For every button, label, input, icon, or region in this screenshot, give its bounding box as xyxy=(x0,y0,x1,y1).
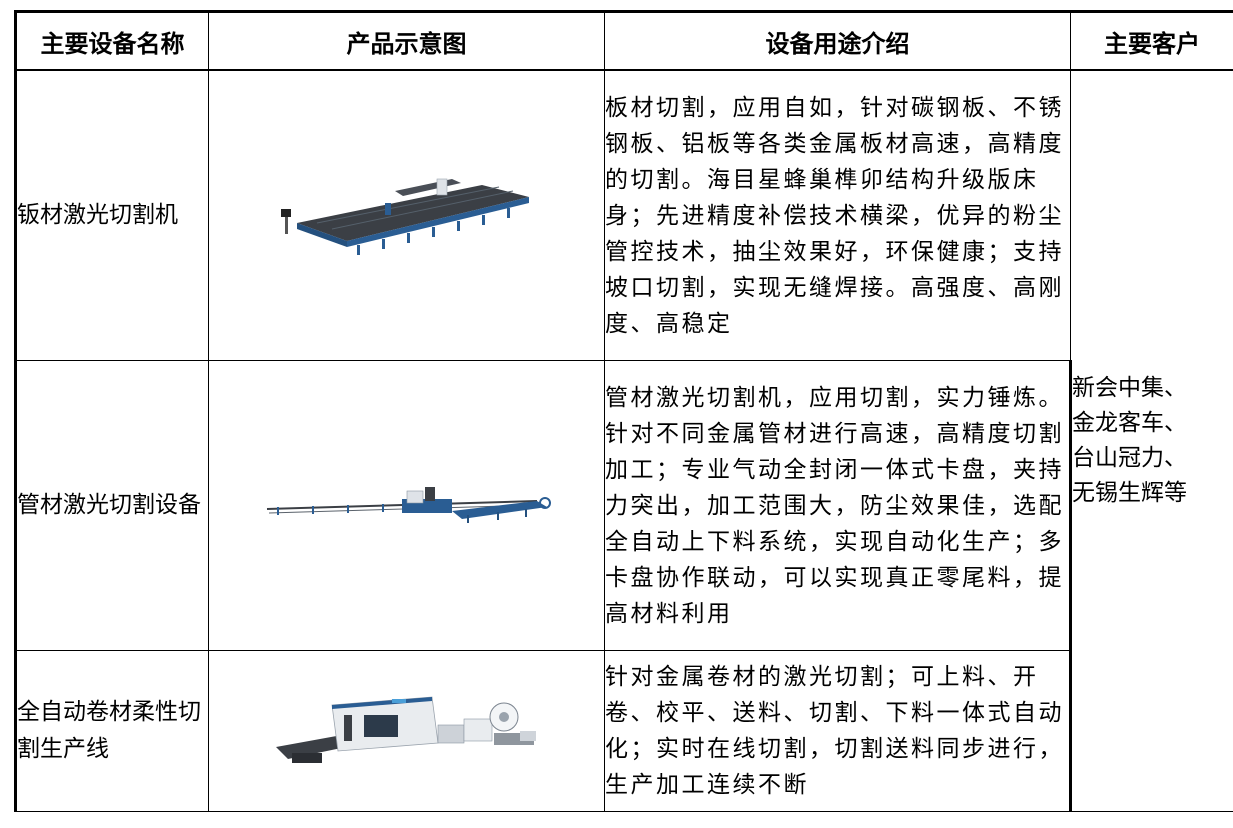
equipment-description: 管材激光切割机，应用切割，实力锤炼。针对不同金属管材进行高速，高精度切割加工；专… xyxy=(604,360,1072,651)
equipment-name: 钣材激光切割机 xyxy=(14,69,209,361)
product-image-cell xyxy=(208,360,605,651)
sheet-laser-cutter-illustration xyxy=(280,178,529,255)
product-image-cell xyxy=(208,650,605,812)
equipment-table: 主要设备名称 产品示意图 设备用途介绍 主要客户 钣材激光切割机 xyxy=(14,10,1233,812)
table-header-row: 主要设备名称 产品示意图 设备用途介绍 主要客户 xyxy=(14,10,1233,71)
header-product-image: 产品示意图 xyxy=(208,10,605,71)
product-image-cell xyxy=(208,69,605,361)
customer-name: 无锡生辉等 xyxy=(1072,480,1187,506)
customer-name: 台山冠力、 xyxy=(1072,445,1187,471)
header-equipment-name: 主要设备名称 xyxy=(14,10,209,71)
equipment-description: 板材切割，应用自如，针对碳钢板、不锈钢板、铝板等各类金属板材高速，高精度的切割。… xyxy=(604,69,1071,361)
coil-laser-cutting-line-illustration xyxy=(275,696,536,763)
equipment-description: 针对金属卷材的激光切割；可上料、开卷、校平、送料、切割、下料一体式自动化；实时在… xyxy=(604,650,1072,812)
customer-name: 新会中集、 xyxy=(1072,375,1187,401)
customer-name: 金龙客车、 xyxy=(1072,410,1187,436)
header-main-customers: 主要客户 xyxy=(1070,10,1233,71)
header-equipment-usage: 设备用途介绍 xyxy=(604,10,1071,71)
table-row: 管材激光切割设备 xyxy=(14,360,1233,651)
equipment-name: 全自动卷材柔性切割生产线 xyxy=(14,650,209,812)
main-customers-cell: 新会中集、 金龙客车、 台山冠力、 无锡生辉等 xyxy=(1070,69,1233,812)
table-row: 钣材激光切割机 xyxy=(14,69,1233,812)
document-page: 主要设备名称 产品示意图 设备用途介绍 主要客户 钣材激光切割机 xyxy=(14,10,1233,812)
equipment-name: 管材激光切割设备 xyxy=(14,360,209,651)
table-row: 全自动卷材柔性切割生产线 针对金属卷材 xyxy=(14,650,1233,812)
tube-laser-cutter-illustration xyxy=(266,486,551,523)
